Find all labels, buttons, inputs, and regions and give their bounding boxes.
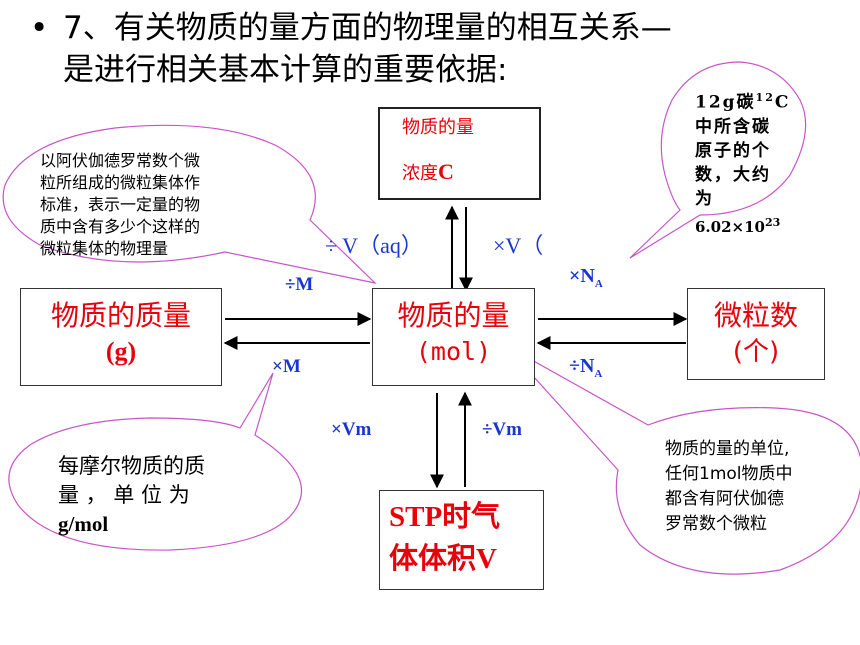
label-div-m: ÷M	[285, 274, 314, 295]
gas-label-line-2: 体体积V	[389, 543, 497, 575]
label-div-na-sub: A	[594, 368, 603, 380]
label-times-na: ×NA	[569, 265, 603, 290]
molar-mass-line-2: 量 ， 单 位 为	[58, 483, 190, 507]
callout-unit: 物质的量的单位, 任何1mol物质中 都含有阿伏伽德 罗常数个微粒	[665, 437, 793, 537]
avogadro-line-1-prefix: 12g碳	[695, 92, 756, 113]
amount-label-line-1: 物质的量	[397, 299, 510, 332]
avogadro-line-4: 数，大约	[695, 164, 771, 185]
mole-def-line-1: 以阿伏伽德罗常数个微	[40, 151, 201, 170]
unit-line-4: 罗常数个微粒	[665, 514, 767, 534]
avogadro-line-2: 中所含碳	[695, 116, 771, 137]
label-times-v: ×V（	[493, 233, 544, 258]
avogadro-line-3: 原子的个	[695, 140, 771, 161]
molar-mass-line-1: 每摩尔物质的质	[58, 454, 205, 478]
avogadro-line-1-suffix: C	[774, 92, 791, 113]
gas-label-line-1: STP时气	[389, 501, 501, 533]
heading-line-2: 是进行相关基本计算的重要依据:	[63, 52, 508, 88]
mass-label-line-1: 物质的质量	[50, 299, 191, 332]
particles-label-line-2: (个)	[732, 337, 780, 367]
concentration-label-line-2: 浓度C	[402, 159, 454, 185]
mole-def-line-2: 粒所组成的微粒集体作	[40, 173, 201, 192]
label-div-vm: ÷Vm	[482, 419, 522, 440]
callout-bubble-avogadro	[629, 61, 807, 259]
mole-def-line-3: 标准，表示一定量的物	[40, 195, 201, 214]
avogadro-line-5: 为	[695, 188, 714, 209]
unit-line-3: 都含有阿伏伽德	[665, 489, 784, 509]
label-div-v-aq: ÷ V（aq）	[325, 233, 423, 258]
gas-volume-box: STP时气 体体积V	[379, 490, 544, 590]
unit-line-2: 任何1mol物质中	[665, 464, 793, 484]
molar-mass-line-3: g/mol	[58, 512, 109, 536]
callout-molar-mass: 每摩尔物质的质 量 ， 单 位 为 g/mol	[58, 452, 268, 539]
concentration-label-letter: C	[438, 159, 454, 184]
label-times-m: ×M	[272, 356, 301, 377]
label-div-na: ÷NA	[569, 355, 602, 380]
callout-bubble-unit	[504, 344, 860, 575]
callout-bubble-molar-mass	[8, 372, 302, 551]
label-div-na-text: ÷N	[569, 355, 595, 377]
heading-line-1: 7、有关物质的量方面的物理量的相互关系—	[63, 10, 672, 46]
label-times-na-sub: A	[594, 278, 603, 290]
concentration-label-line-1: 物质的量	[402, 117, 474, 138]
amount-label-line-2: (mol)	[415, 337, 492, 366]
avogadro-value-exp: 23	[764, 215, 781, 229]
callout-mole-definition: 以阿伏伽德罗常数个微 粒所组成的微粒集体作 标准，表示一定量的物 质中含有多少个…	[40, 150, 200, 260]
mole-def-line-4: 质中含有多少个这样的	[40, 217, 201, 236]
concentration-label-prefix: 浓度	[402, 163, 438, 184]
avogadro-line-1-sup: 12	[755, 91, 775, 104]
avogadro-line-1: 12g碳12C	[695, 86, 790, 115]
label-times-na-text: ×N	[569, 265, 595, 287]
amount-box: 物质的量 (mol)	[372, 288, 535, 386]
callout-avogadro: 12g碳12C 中所含碳 原子的个 数，大约 为 6.02×1023	[695, 86, 790, 239]
avogadro-value: 6.02×1023	[695, 211, 790, 239]
concentration-box: 物质的量 浓度C	[378, 107, 541, 200]
avogadro-value-base: 6.02×10	[695, 217, 765, 236]
particles-box: 微粒数 (个)	[687, 288, 825, 380]
particles-label-line-1: 微粒数	[713, 299, 798, 332]
bullet-marker: •	[30, 10, 49, 46]
mass-box: 物质的质量 (g)	[20, 288, 222, 386]
label-times-vm: ×Vm	[331, 419, 372, 440]
unit-line-1: 物质的量的单位,	[665, 439, 790, 459]
mass-label-line-2: (g)	[105, 337, 137, 366]
mole-def-line-5: 微粒集体的物理量	[40, 239, 169, 258]
callout-bubble-mole-definition	[2, 124, 377, 285]
